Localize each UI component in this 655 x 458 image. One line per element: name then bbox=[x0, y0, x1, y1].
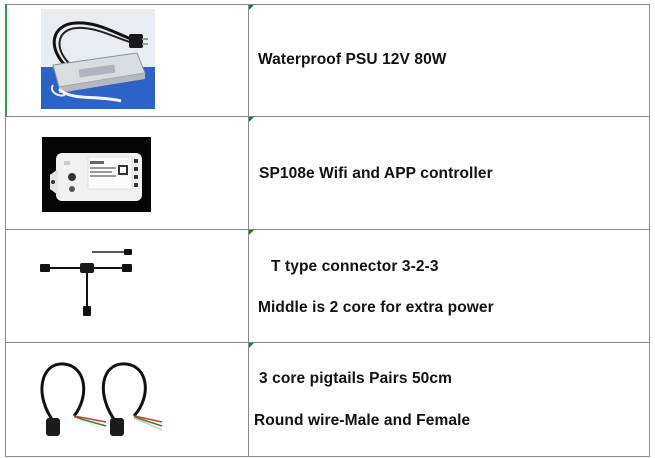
cell-corner-marker bbox=[249, 5, 254, 10]
row-1-line-1: Waterproof PSU 12V 80W bbox=[258, 51, 447, 68]
pigtail-cables-photo bbox=[34, 356, 164, 440]
row-4-line-1: 3 core pigtails Pairs 50cm bbox=[259, 370, 453, 387]
product-table: Waterproof PSU 12V 80W bbox=[5, 4, 650, 457]
row-divider bbox=[6, 116, 649, 117]
row-divider bbox=[6, 229, 649, 230]
table-border-bottom bbox=[6, 456, 649, 457]
row-4-line-2: Round wire-Male and Female bbox=[254, 412, 471, 429]
cell-corner-marker bbox=[249, 117, 254, 122]
table-border-top bbox=[6, 4, 649, 5]
row-divider bbox=[6, 342, 649, 343]
cell-corner-marker bbox=[249, 230, 254, 235]
left-accent-bar bbox=[5, 4, 7, 116]
row-3-line-1: T type connector 3-2-3 bbox=[271, 258, 439, 275]
column-divider bbox=[248, 4, 249, 457]
psu-photo bbox=[41, 9, 155, 109]
row-3-line-2: Middle is 2 core for extra power bbox=[258, 299, 494, 316]
row-2-line-1: SP108e Wifi and APP controller bbox=[259, 165, 493, 182]
controller-photo bbox=[42, 137, 151, 212]
t-connector-photo bbox=[36, 248, 136, 320]
cell-corner-marker bbox=[249, 343, 254, 348]
